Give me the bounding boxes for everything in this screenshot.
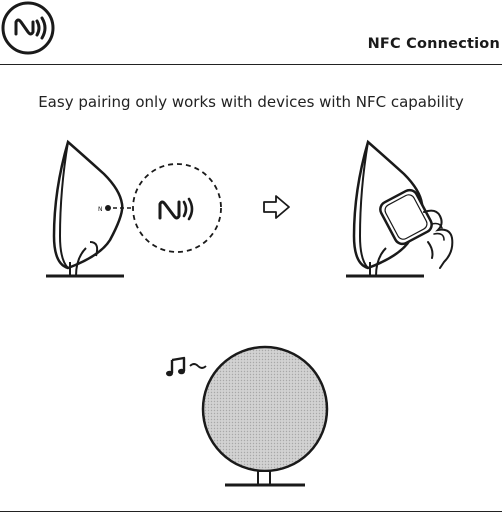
nfc-logo-icon <box>1 1 55 55</box>
speaker-side-view-icon: N <box>46 139 124 278</box>
page-title: NFC Connection <box>367 36 500 52</box>
arrow-right-icon <box>263 195 290 219</box>
instruction-text: Easy pairing only works with devices wit… <box>38 93 464 111</box>
speaker-front-view-icon <box>201 345 329 487</box>
nfc-signal-bubble <box>113 163 222 253</box>
nfc-icon <box>158 197 194 221</box>
header-divider <box>0 64 502 65</box>
music-note-icon <box>166 356 207 377</box>
footer-divider <box>0 511 502 512</box>
hand-icon <box>423 209 454 269</box>
svg-text:N: N <box>98 206 103 213</box>
speaker-with-phone-icon <box>346 139 454 278</box>
phone-icon <box>379 188 433 246</box>
